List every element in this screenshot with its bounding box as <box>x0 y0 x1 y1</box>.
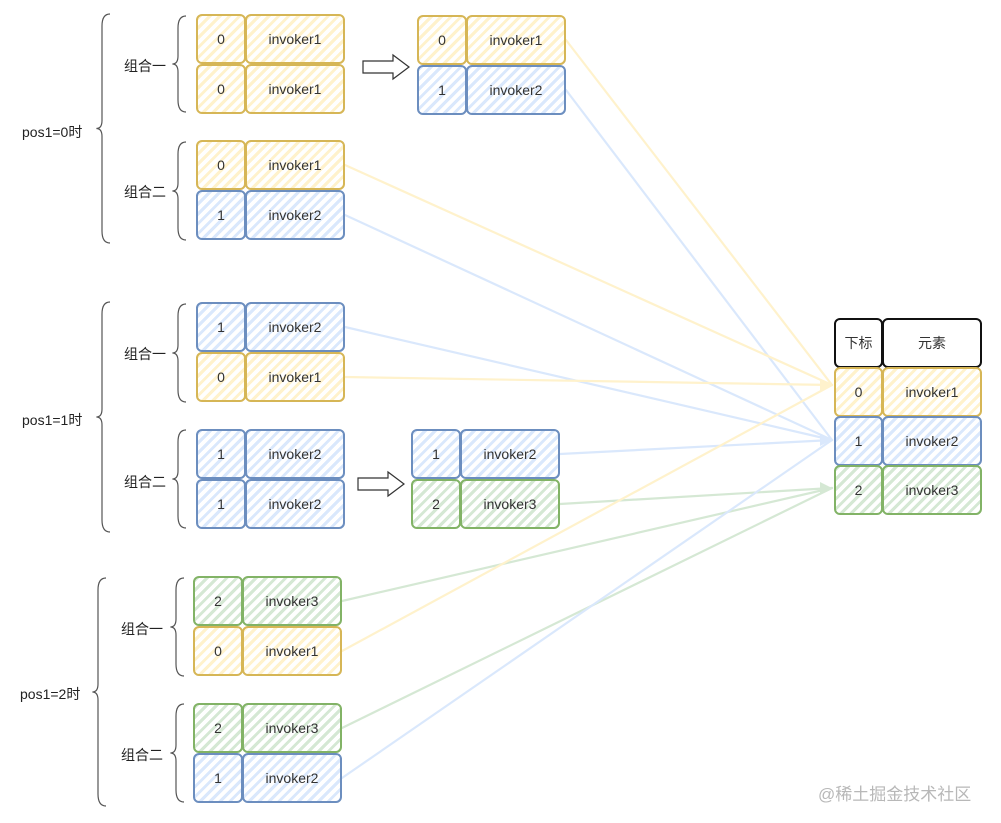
element-cell: invoker2 <box>460 429 560 479</box>
connector-line <box>340 486 834 603</box>
array-element-cell: invoker3 <box>882 465 982 515</box>
index-cell: 2 <box>193 576 243 626</box>
inner-brace <box>170 703 185 803</box>
outer-brace <box>92 577 107 807</box>
array-header-index: 下标 <box>834 318 883 368</box>
connector-arrowhead <box>820 482 832 494</box>
element-cell: invoker1 <box>245 14 345 64</box>
element-cell: invoker1 <box>245 64 345 114</box>
index-cell: 1 <box>196 302 246 352</box>
array-index-cell: 1 <box>834 416 883 466</box>
connector-line <box>340 383 834 653</box>
combo-label: 组合一 <box>124 58 166 74</box>
connector-line <box>343 163 834 387</box>
group-label-pos2: pos1=2时 <box>20 686 81 702</box>
element-cell: invoker1 <box>242 626 342 676</box>
element-cell: invoker2 <box>245 479 345 529</box>
connector-arrowhead <box>820 434 832 446</box>
array-element-cell: invoker2 <box>882 416 982 466</box>
element-cell: invoker3 <box>242 703 342 753</box>
element-cell: invoker2 <box>466 65 566 115</box>
element-cell: invoker1 <box>245 352 345 402</box>
transform-arrow <box>357 470 405 498</box>
index-cell: 1 <box>196 429 246 479</box>
connector-line <box>340 438 834 780</box>
inner-brace <box>172 15 187 113</box>
array-index-cell: 2 <box>834 465 883 515</box>
index-cell: 0 <box>196 140 246 190</box>
index-cell: 0 <box>417 15 467 65</box>
index-cell: 0 <box>196 64 246 114</box>
combo-label: 组合二 <box>124 184 166 200</box>
inner-brace <box>170 577 185 677</box>
outer-brace <box>96 13 111 244</box>
element-cell: invoker1 <box>245 140 345 190</box>
element-cell: invoker2 <box>245 302 345 352</box>
connector-line <box>343 375 834 387</box>
inner-brace <box>172 303 187 403</box>
group-label-pos0: pos1=0时 <box>22 124 83 140</box>
connector-line <box>564 38 834 387</box>
combo-label: 组合二 <box>121 747 163 763</box>
inner-brace <box>172 141 187 241</box>
index-cell: 1 <box>196 190 246 240</box>
element-cell: invoker1 <box>466 15 566 65</box>
element-cell: invoker2 <box>245 190 345 240</box>
array-element-cell: invoker1 <box>882 367 982 417</box>
connector-line <box>564 88 834 442</box>
index-cell: 2 <box>193 703 243 753</box>
connector-line <box>343 325 834 442</box>
element-cell: invoker3 <box>460 479 560 529</box>
connector-arrowhead <box>820 379 832 391</box>
index-cell: 0 <box>193 626 243 676</box>
combo-label: 组合一 <box>124 346 166 362</box>
array-header-element: 元素 <box>882 318 982 368</box>
element-cell: invoker2 <box>242 753 342 803</box>
connector-line <box>558 438 834 456</box>
index-cell: 1 <box>196 479 246 529</box>
index-cell: 2 <box>411 479 461 529</box>
element-cell: invoker3 <box>242 576 342 626</box>
outer-brace <box>96 301 111 533</box>
index-cell: 1 <box>411 429 461 479</box>
combo-label: 组合一 <box>121 621 163 637</box>
index-cell: 1 <box>417 65 467 115</box>
watermark: @稀土掘金技术社区 <box>818 785 972 804</box>
element-cell: invoker2 <box>245 429 345 479</box>
connector-line <box>343 213 834 442</box>
array-index-cell: 0 <box>834 367 883 417</box>
inner-brace <box>172 429 187 529</box>
index-cell: 0 <box>196 352 246 402</box>
connector-line <box>558 486 834 506</box>
index-cell: 1 <box>193 753 243 803</box>
transform-arrow <box>362 53 410 81</box>
group-label-pos1: pos1=1时 <box>22 412 83 428</box>
index-cell: 0 <box>196 14 246 64</box>
combo-label: 组合二 <box>124 474 166 490</box>
